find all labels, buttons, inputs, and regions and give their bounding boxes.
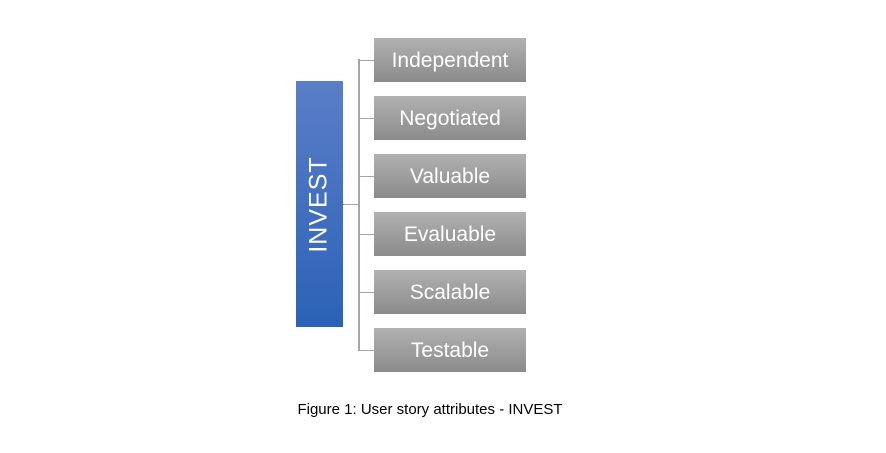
attribute-label: Evaluable xyxy=(403,222,497,246)
connector-root-stub xyxy=(343,203,359,205)
connector-branch-evaluable xyxy=(359,233,374,235)
invest-root-label: INVEST xyxy=(305,155,334,253)
attribute-box-testable: Testable xyxy=(374,328,526,372)
connector-branch-scalable xyxy=(359,291,374,293)
attribute-label: Negotiated xyxy=(399,106,501,130)
connector-branch-independent xyxy=(359,59,374,61)
attribute-box-evaluable: Evaluable xyxy=(374,212,526,256)
attribute-box-scalable: Scalable xyxy=(374,270,526,314)
attribute-box-negotiated: Negotiated xyxy=(374,96,526,140)
connector-branch-valuable xyxy=(359,175,374,177)
connector-branch-negotiated xyxy=(359,117,374,119)
figure-caption: Figure 1: User story attributes - INVEST xyxy=(297,401,563,418)
invest-root-box: INVEST xyxy=(296,81,343,327)
connector-branch-testable xyxy=(359,349,374,351)
attribute-box-independent: Independent xyxy=(374,38,526,82)
attribute-label: Scalable xyxy=(409,280,491,304)
attribute-box-valuable: Valuable xyxy=(374,154,526,198)
attribute-label: Testable xyxy=(410,338,490,362)
connector-vertical-line xyxy=(358,59,360,351)
attribute-label: Independent xyxy=(391,48,509,72)
attribute-label: Valuable xyxy=(409,164,491,188)
